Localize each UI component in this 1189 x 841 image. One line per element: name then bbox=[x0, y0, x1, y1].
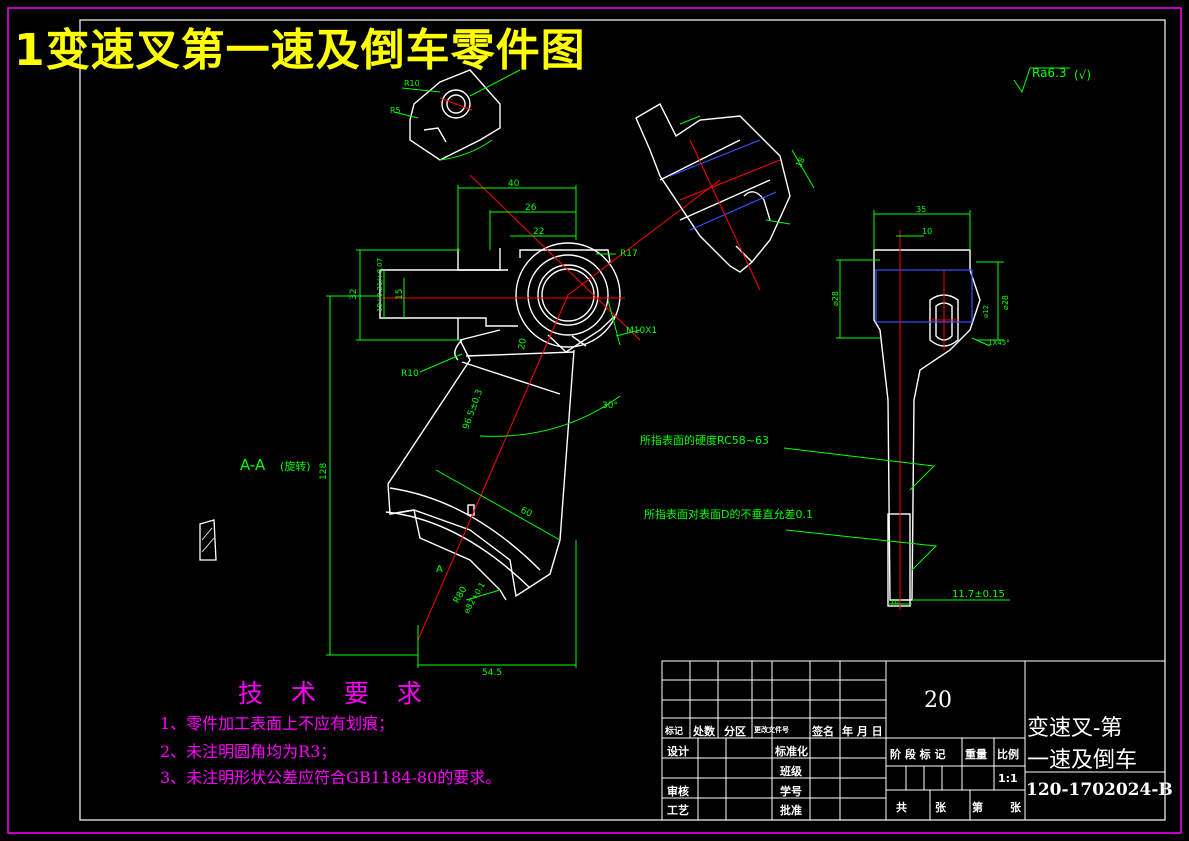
tb-hdr-change: 更改文件号 bbox=[754, 726, 789, 734]
dim-r17: R17 bbox=[620, 249, 638, 259]
tb-sheets: 张 bbox=[935, 801, 946, 814]
title-block-grid bbox=[661, 660, 1166, 821]
tb-quantity: 20 bbox=[924, 688, 952, 713]
dim-82: ⌀82+0.1 bbox=[462, 581, 487, 615]
tech-heading: 技 术 要 求 bbox=[238, 679, 432, 708]
tech-item-1: 1、零件加工表面上不应有划痕； bbox=[160, 714, 395, 733]
outer-border bbox=[7, 7, 1182, 834]
dim-40: 40 bbox=[508, 179, 520, 189]
dim-r10b: R10 bbox=[401, 369, 419, 379]
note-perp: 所指表面对表面D的不垂直允差0.1 bbox=[644, 507, 813, 521]
fork-main-view bbox=[379, 242, 621, 601]
dim-10b: 10 bbox=[890, 598, 899, 606]
tb-name-line2: 一速及倒车 bbox=[1027, 748, 1138, 773]
dim-15: 15 bbox=[395, 289, 405, 300]
tb-hdr-sign: 签名 bbox=[812, 725, 834, 738]
dim-d12: ⌀12 bbox=[982, 305, 990, 318]
side-view-hidden bbox=[875, 269, 973, 323]
dim-30deg: 30° bbox=[602, 401, 618, 411]
dim-d28a: ⌀28 bbox=[831, 291, 840, 306]
dim-m10: M10X1 bbox=[626, 326, 657, 336]
dim-19: 19+0.21/+0.07 bbox=[376, 258, 384, 312]
tb-scale-val: 1:1 bbox=[998, 772, 1018, 785]
tb-total: 共 bbox=[896, 801, 907, 814]
tb-hdr-date: 年 月 日 bbox=[842, 725, 883, 738]
inner-border bbox=[79, 19, 1166, 821]
fork-dimensions bbox=[326, 185, 641, 668]
dim-54-5: 54.5 bbox=[482, 668, 502, 678]
section-label: A-A bbox=[240, 456, 266, 474]
dim-20: 20 bbox=[517, 337, 529, 350]
tb-weight: 重量 bbox=[965, 748, 987, 761]
roughness-other: (√) bbox=[1074, 68, 1091, 82]
detail-top-right-hidden bbox=[669, 139, 777, 231]
roughness-value: Ra6.3 bbox=[1032, 66, 1067, 80]
tb-hdr-zone: 分区 bbox=[724, 725, 746, 738]
dim-10: 10 bbox=[922, 227, 932, 236]
page-title: 1变速叉第一速及倒车零件图 bbox=[14, 25, 586, 76]
dim-11-7: 11.7±0.15 bbox=[952, 589, 1005, 600]
side-view bbox=[873, 249, 981, 607]
tb-review: 审核 bbox=[667, 785, 689, 798]
roughness-text: Ra6.3 (√) bbox=[1032, 66, 1091, 82]
dim-26: 26 bbox=[525, 203, 537, 213]
tb-hdr-count: 处数 bbox=[693, 725, 715, 738]
detail-top-right-dims bbox=[679, 115, 815, 225]
tb-standard: 标准化 bbox=[775, 745, 808, 758]
dim-128: 128 bbox=[319, 463, 329, 480]
dim-96: 96.5±0.3 bbox=[461, 388, 485, 431]
tb-stage-mark: 阶 段 标 记 bbox=[890, 748, 946, 761]
dim-r5: R5 bbox=[390, 106, 401, 115]
dim-60: 60 bbox=[519, 506, 534, 520]
dim-35: 35 bbox=[916, 205, 926, 214]
tb-class: 班级 bbox=[780, 765, 802, 778]
detail-top-right-center bbox=[679, 139, 781, 291]
dim-r10a: R10 bbox=[404, 79, 420, 88]
dim-32: 32 bbox=[349, 289, 359, 300]
side-view-center bbox=[899, 230, 958, 610]
tech-item-2: 2、未注明圆角均为R3； bbox=[160, 742, 337, 761]
detail-top-left-center bbox=[439, 97, 473, 111]
roughness-symbol bbox=[1013, 67, 1070, 94]
dim-22: 22 bbox=[533, 227, 544, 237]
detail-top-right bbox=[635, 103, 791, 273]
dim-d28b: ⌀28 bbox=[1001, 295, 1010, 310]
tb-drawing-no: 120-1702024-B bbox=[1026, 780, 1173, 800]
cut-a-1: A bbox=[436, 564, 443, 575]
dim-18: 18 bbox=[794, 156, 807, 169]
tb-process: 工艺 bbox=[667, 804, 689, 817]
tb-approve: 批准 bbox=[780, 804, 802, 817]
note-text: 所指表面的硬度RC58~63 所指表面对表面D的不垂直允差0.1 bbox=[640, 433, 813, 521]
tb-scale: 比例 bbox=[997, 748, 1019, 761]
fork-centerlines bbox=[380, 174, 721, 641]
tb-student-no: 学号 bbox=[780, 785, 802, 798]
detail-top-left bbox=[409, 69, 501, 161]
side-view-text: 35 10 ⌀28 ⌀28 ⌀12 1X45° 11.7±0.15 10 bbox=[831, 205, 1010, 606]
tb-design: 设计 bbox=[667, 745, 689, 758]
dim-chamfer: 1X45° bbox=[988, 339, 1010, 347]
note-hardness: 所指表面的硬度RC58~63 bbox=[640, 433, 769, 447]
detail-top-left-dims bbox=[393, 69, 521, 161]
detail-top-right-text: 18 bbox=[794, 156, 807, 169]
tech-item-3: 3、未注明形状公差应符合GB1184-80的要求。 bbox=[160, 768, 502, 787]
section-aa: A-A (旋转) bbox=[199, 456, 311, 561]
tb-name-line1: 变速叉-第 bbox=[1027, 716, 1123, 741]
side-view-dims bbox=[783, 210, 1010, 605]
tb-hdr-mark: 标记 bbox=[665, 727, 684, 737]
detail-top-left-text: R10 R5 bbox=[390, 79, 420, 115]
tb-sheet-end: 张 bbox=[1010, 801, 1021, 814]
tb-sheet-no: 第 bbox=[972, 801, 983, 814]
section-label-note: (旋转) bbox=[280, 459, 311, 473]
